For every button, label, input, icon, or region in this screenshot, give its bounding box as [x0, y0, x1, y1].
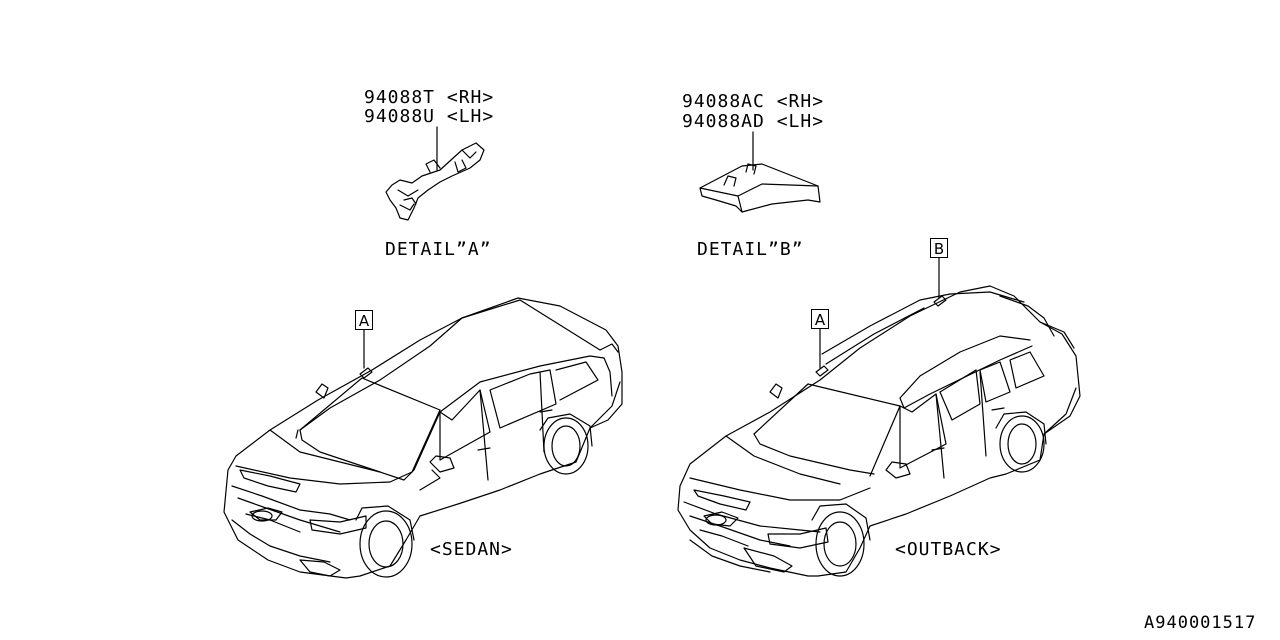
outback-caption: <OUTBACK> — [895, 539, 1002, 560]
detail-a-part-drawing — [385, 126, 485, 221]
outback-car-drawing — [677, 285, 1081, 577]
detail-a-part-rh-label: 94088T <RH> — [364, 87, 495, 108]
sedan-caption: <SEDAN> — [430, 539, 513, 560]
sedan-car-drawing — [223, 297, 623, 579]
detail-b-part-rh-label: 94088AC <RH> — [682, 91, 825, 112]
detail-a-part-lh-label: 94088U <LH> — [364, 106, 495, 127]
detail-b-caption: DETAIL”B” — [697, 239, 804, 260]
detail-b-part-drawing — [699, 131, 821, 213]
detail-b-part-lh-label: 94088AD <LH> — [682, 111, 825, 132]
figure-id: A940001517 — [1144, 613, 1257, 633]
detail-a-caption: DETAIL”A” — [385, 239, 492, 260]
